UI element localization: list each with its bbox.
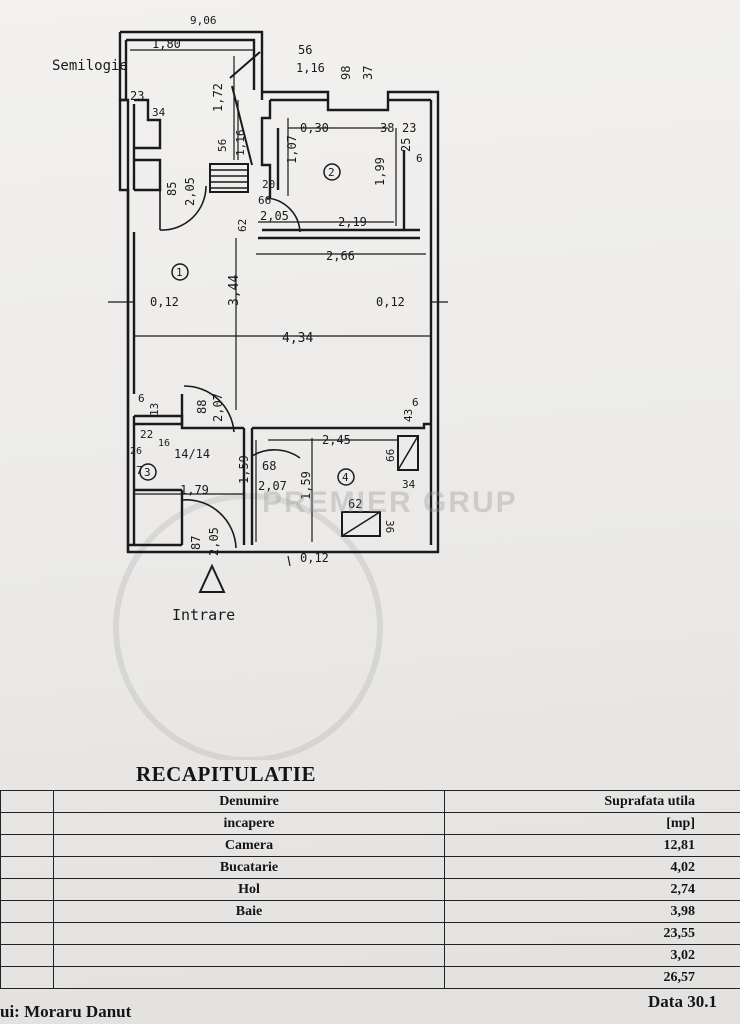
room-number-3: 3 (144, 466, 151, 479)
dim: 1,72 (211, 83, 225, 112)
dim: 2,07 (211, 393, 225, 422)
table-row: Bucatarie 4,02 (0, 856, 740, 879)
dim: 13 (148, 403, 161, 416)
author-line: ui: Moraru Danut (0, 1002, 132, 1021)
table-row: Hol 2,74 (0, 878, 740, 901)
dim: 2,07 (258, 479, 287, 493)
header-unit: [mp] (444, 812, 740, 835)
total-row: 3,02 (0, 944, 740, 967)
dim: 6 (412, 396, 419, 409)
dim: 85 (165, 182, 179, 196)
dim: 16 (158, 438, 170, 449)
dim: 2,05 (260, 209, 289, 223)
dim: 2,45 (322, 433, 351, 447)
dim: 9,06 (190, 14, 217, 27)
room-number-4: 4 (342, 471, 349, 484)
dim: 1,16 (234, 130, 247, 157)
floor-plan: Semilogie Intrare 9,06 1,80 56 1,16 98 3… (52, 14, 448, 760)
dim: 26 (130, 446, 142, 457)
dim: 23 (130, 89, 144, 103)
dim: 1,59 (237, 455, 251, 484)
room-marker-4 (337, 468, 355, 486)
dim: 34 (402, 478, 416, 491)
dim: 1,16 (296, 61, 325, 75)
room-area: 3,98 (444, 900, 740, 923)
dim: 1,80 (152, 37, 181, 51)
dim: 0,12 (300, 551, 329, 565)
room-name: Hol (53, 878, 445, 901)
dim: 36 (383, 520, 396, 533)
label-intrare: Intrare (172, 606, 235, 624)
table-row: Baie 3,98 (0, 900, 740, 923)
dim: 88 (195, 400, 209, 414)
dim: 56 (298, 43, 312, 57)
header-incapere: incapere (53, 812, 445, 835)
room-number-2: 2 (328, 166, 335, 179)
dim: 1,79 (180, 483, 209, 497)
dim: 2,05 (183, 177, 197, 206)
total-row: 23,55 (0, 922, 740, 945)
dim: 20 (262, 178, 275, 191)
dim: 1,99 (373, 157, 387, 186)
dim: 37 (361, 66, 375, 80)
dim: 68 (262, 459, 276, 473)
dim: 25 (399, 138, 413, 152)
table-row: Camera 12,81 (0, 834, 740, 857)
total-value: 3,02 (444, 944, 740, 967)
dim: 98 (339, 66, 353, 80)
dim: 1,59 (299, 471, 313, 500)
total-value: 26,57 (444, 966, 740, 989)
dim: 56 (216, 139, 229, 152)
dim: 43 (402, 409, 415, 422)
dim: 14/14 (174, 447, 210, 461)
dim: 1,07 (285, 135, 299, 164)
recap-table: Denumire Suprafata utila incapere [mp] C… (0, 790, 740, 989)
dim: 34 (152, 106, 166, 119)
door-swings (159, 185, 301, 549)
dim: 66 (384, 449, 397, 462)
dim: 4,34 (282, 331, 313, 346)
dim: 2,19 (338, 215, 367, 229)
dim: 2,66 (326, 249, 355, 263)
watermark-text: PREMIER GRUP (262, 486, 518, 519)
room-name: Camera (53, 834, 445, 857)
dimension-lines (108, 49, 448, 567)
room-area: 4,02 (444, 856, 740, 879)
dim: 0,12 (150, 295, 179, 309)
total-value: 23,55 (444, 922, 740, 945)
walls (118, 30, 440, 554)
room-area: 2,74 (444, 878, 740, 901)
dim: 6 (416, 152, 423, 165)
dim: 3,44 (227, 275, 242, 306)
room-area: 12,81 (444, 834, 740, 857)
dim: 38 (380, 121, 394, 135)
table-header-row: incapere [mp] (0, 812, 740, 835)
dim: 23 (402, 121, 416, 135)
room-marker-1 (171, 263, 189, 281)
dim: 0,12 (376, 295, 405, 309)
dim: 66 (258, 194, 271, 207)
dim: 62 (236, 219, 249, 232)
room-number-1: 1 (176, 266, 183, 279)
room-name: Baie (53, 900, 445, 923)
table-header-row: Denumire Suprafata utila (0, 790, 740, 813)
header-suprafata: Suprafata utila (444, 790, 740, 813)
room-name: Bucatarie (53, 856, 445, 879)
stamp-circle (113, 493, 383, 760)
dim: 6 (138, 392, 145, 405)
date-line: Data 30.1 (648, 992, 717, 1011)
label-semilogie: Semilogie (52, 58, 128, 74)
entrance-arrow-icon (198, 563, 226, 593)
total-row: 26,57 (0, 966, 740, 989)
room-marker-3 (139, 463, 157, 481)
dim: 22 (140, 428, 153, 441)
dim: 87 (189, 536, 203, 550)
dim: 0,30 (300, 121, 329, 135)
dim: 7 (136, 464, 143, 477)
dim: 62 (348, 497, 362, 511)
dim: 2,05 (207, 527, 221, 556)
header-denumire: Denumire (53, 790, 445, 813)
room-marker-2 (323, 163, 341, 181)
recap-title: RECAPITULATIE (136, 762, 316, 786)
